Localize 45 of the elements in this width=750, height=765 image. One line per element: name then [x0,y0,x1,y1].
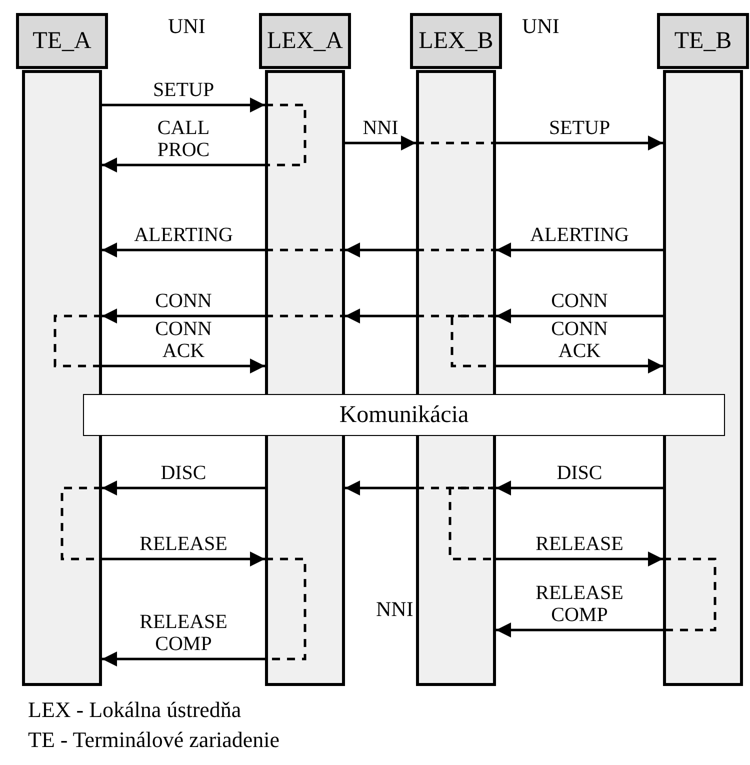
arrow [345,136,416,150]
edge-label: RELEASE [534,533,624,555]
participant-box: LEX_A [259,13,351,69]
arrow [102,480,265,496]
arrow [102,158,265,172]
edge-label: RELEASE COMP [534,582,624,626]
arrow [345,308,416,324]
edge-label: SETUP [548,117,612,139]
edge-label: CONN ACK [154,318,213,362]
arrow [345,242,416,258]
edge-label: CONN [550,290,609,312]
arrow [496,308,663,324]
edge-label: DISC [160,462,208,484]
edge-label: CALL PROC [156,117,211,161]
arrow [102,242,265,258]
arrow [496,622,663,638]
arrow [496,136,663,150]
edge-label: ALERTING [133,224,234,246]
legend-text: TE - Terminálové zariadenie [28,727,280,753]
edge-label: ALERTING [529,224,630,246]
edge-label: CONN [154,290,213,312]
arrow [102,552,265,566]
arrow [496,480,663,496]
arrow [496,242,663,258]
edge-label: RELEASE [138,533,228,555]
arrow [496,358,663,374]
participant-box: TE_B [657,13,749,69]
legend-text: LEX - Lokálna ústredňa [28,697,242,723]
arrow [102,652,265,666]
participant-box: LEX_B [410,13,502,69]
participant-box: TE_A [16,13,108,69]
arrow [102,98,265,112]
edge-label: SETUP [152,79,216,101]
edge-label: NNI [362,117,400,139]
arrow [102,358,265,374]
interface-label: NNI [376,597,414,622]
edge-label: CONN ACK [550,318,609,362]
edge-label: DISC [556,462,604,484]
interface-label: UNI [522,14,560,39]
phase-band: Komunikácia [83,394,725,436]
interface-label: UNI [168,14,206,39]
edge-label: RELEASE COMP [138,611,228,655]
arrow [102,308,265,324]
arrow [496,552,663,566]
arrow [345,480,416,496]
